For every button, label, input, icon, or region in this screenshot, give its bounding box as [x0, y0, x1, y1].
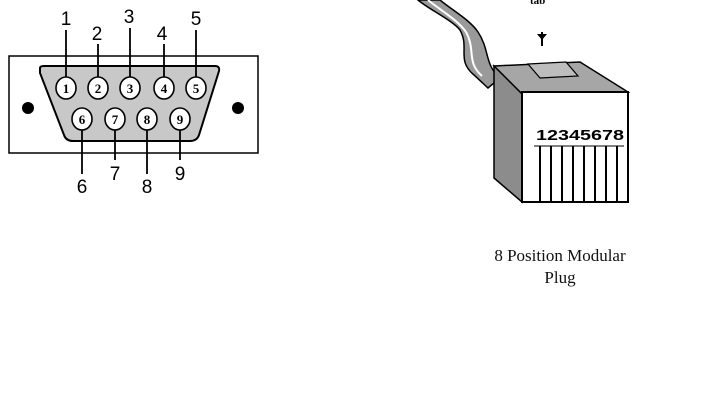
- leader-label-1: 1: [61, 9, 72, 30]
- plug-contacts: [539, 146, 618, 202]
- tab-arrow-icon: [537, 32, 547, 46]
- pin-text-2: 2: [95, 81, 102, 96]
- plug-latch: [526, 61, 580, 79]
- leader-label-3: 3: [124, 7, 135, 28]
- leader-label-6: 6: [77, 177, 88, 198]
- pin-text-3: 3: [127, 81, 134, 96]
- pin-text-8: 8: [144, 112, 151, 127]
- pin-text-1: 1: [63, 81, 70, 96]
- plug-caption: 8 Position Modular Plug: [440, 245, 680, 289]
- leader-label-5: 5: [191, 9, 202, 30]
- leader-label-8: 8: [142, 177, 153, 198]
- leader-label-2: 2: [92, 24, 103, 45]
- pin-text-4: 4: [161, 81, 168, 96]
- pin-text-9: 9: [177, 112, 184, 127]
- plug-caption-line2: Plug: [544, 268, 576, 287]
- db9-pin-6: [71, 107, 93, 131]
- db9-pins: [55, 76, 207, 131]
- db9-pin-8: [136, 107, 158, 131]
- leader-label-4: 4: [157, 24, 168, 45]
- db9-connector: 1 2 3 4 5 6 7 8 9 1 2 3 4 5 6 7 8 9: [8, 7, 259, 198]
- db9-leader-lines: [65, 28, 197, 174]
- leader-label-9: 9: [175, 164, 186, 185]
- mounting-hole-right: [232, 102, 244, 114]
- plug-pin-numbers: 12345678: [536, 127, 624, 144]
- db9-pin-3: [119, 76, 141, 100]
- pin-text-7: 7: [112, 112, 119, 127]
- modular-plug: tab 12345678: [416, 0, 631, 204]
- db9-pin-1: [55, 76, 77, 100]
- pin-text-5: 5: [193, 81, 200, 96]
- db9-pin-4: [153, 76, 175, 100]
- db9-pin-5: [185, 76, 207, 100]
- plug-face: [521, 91, 629, 203]
- cable-text: tab: [530, 0, 545, 7]
- plug-caption-line1: 8 Position Modular: [494, 246, 626, 265]
- db9-pin-2: [87, 76, 109, 100]
- plug-cable: [416, 0, 502, 89]
- db9-pin-9: [169, 107, 191, 131]
- mounting-hole-left: [22, 102, 34, 114]
- pin-text-6: 6: [79, 112, 86, 127]
- leader-label-7: 7: [110, 164, 121, 185]
- db9-pin-7: [104, 107, 126, 131]
